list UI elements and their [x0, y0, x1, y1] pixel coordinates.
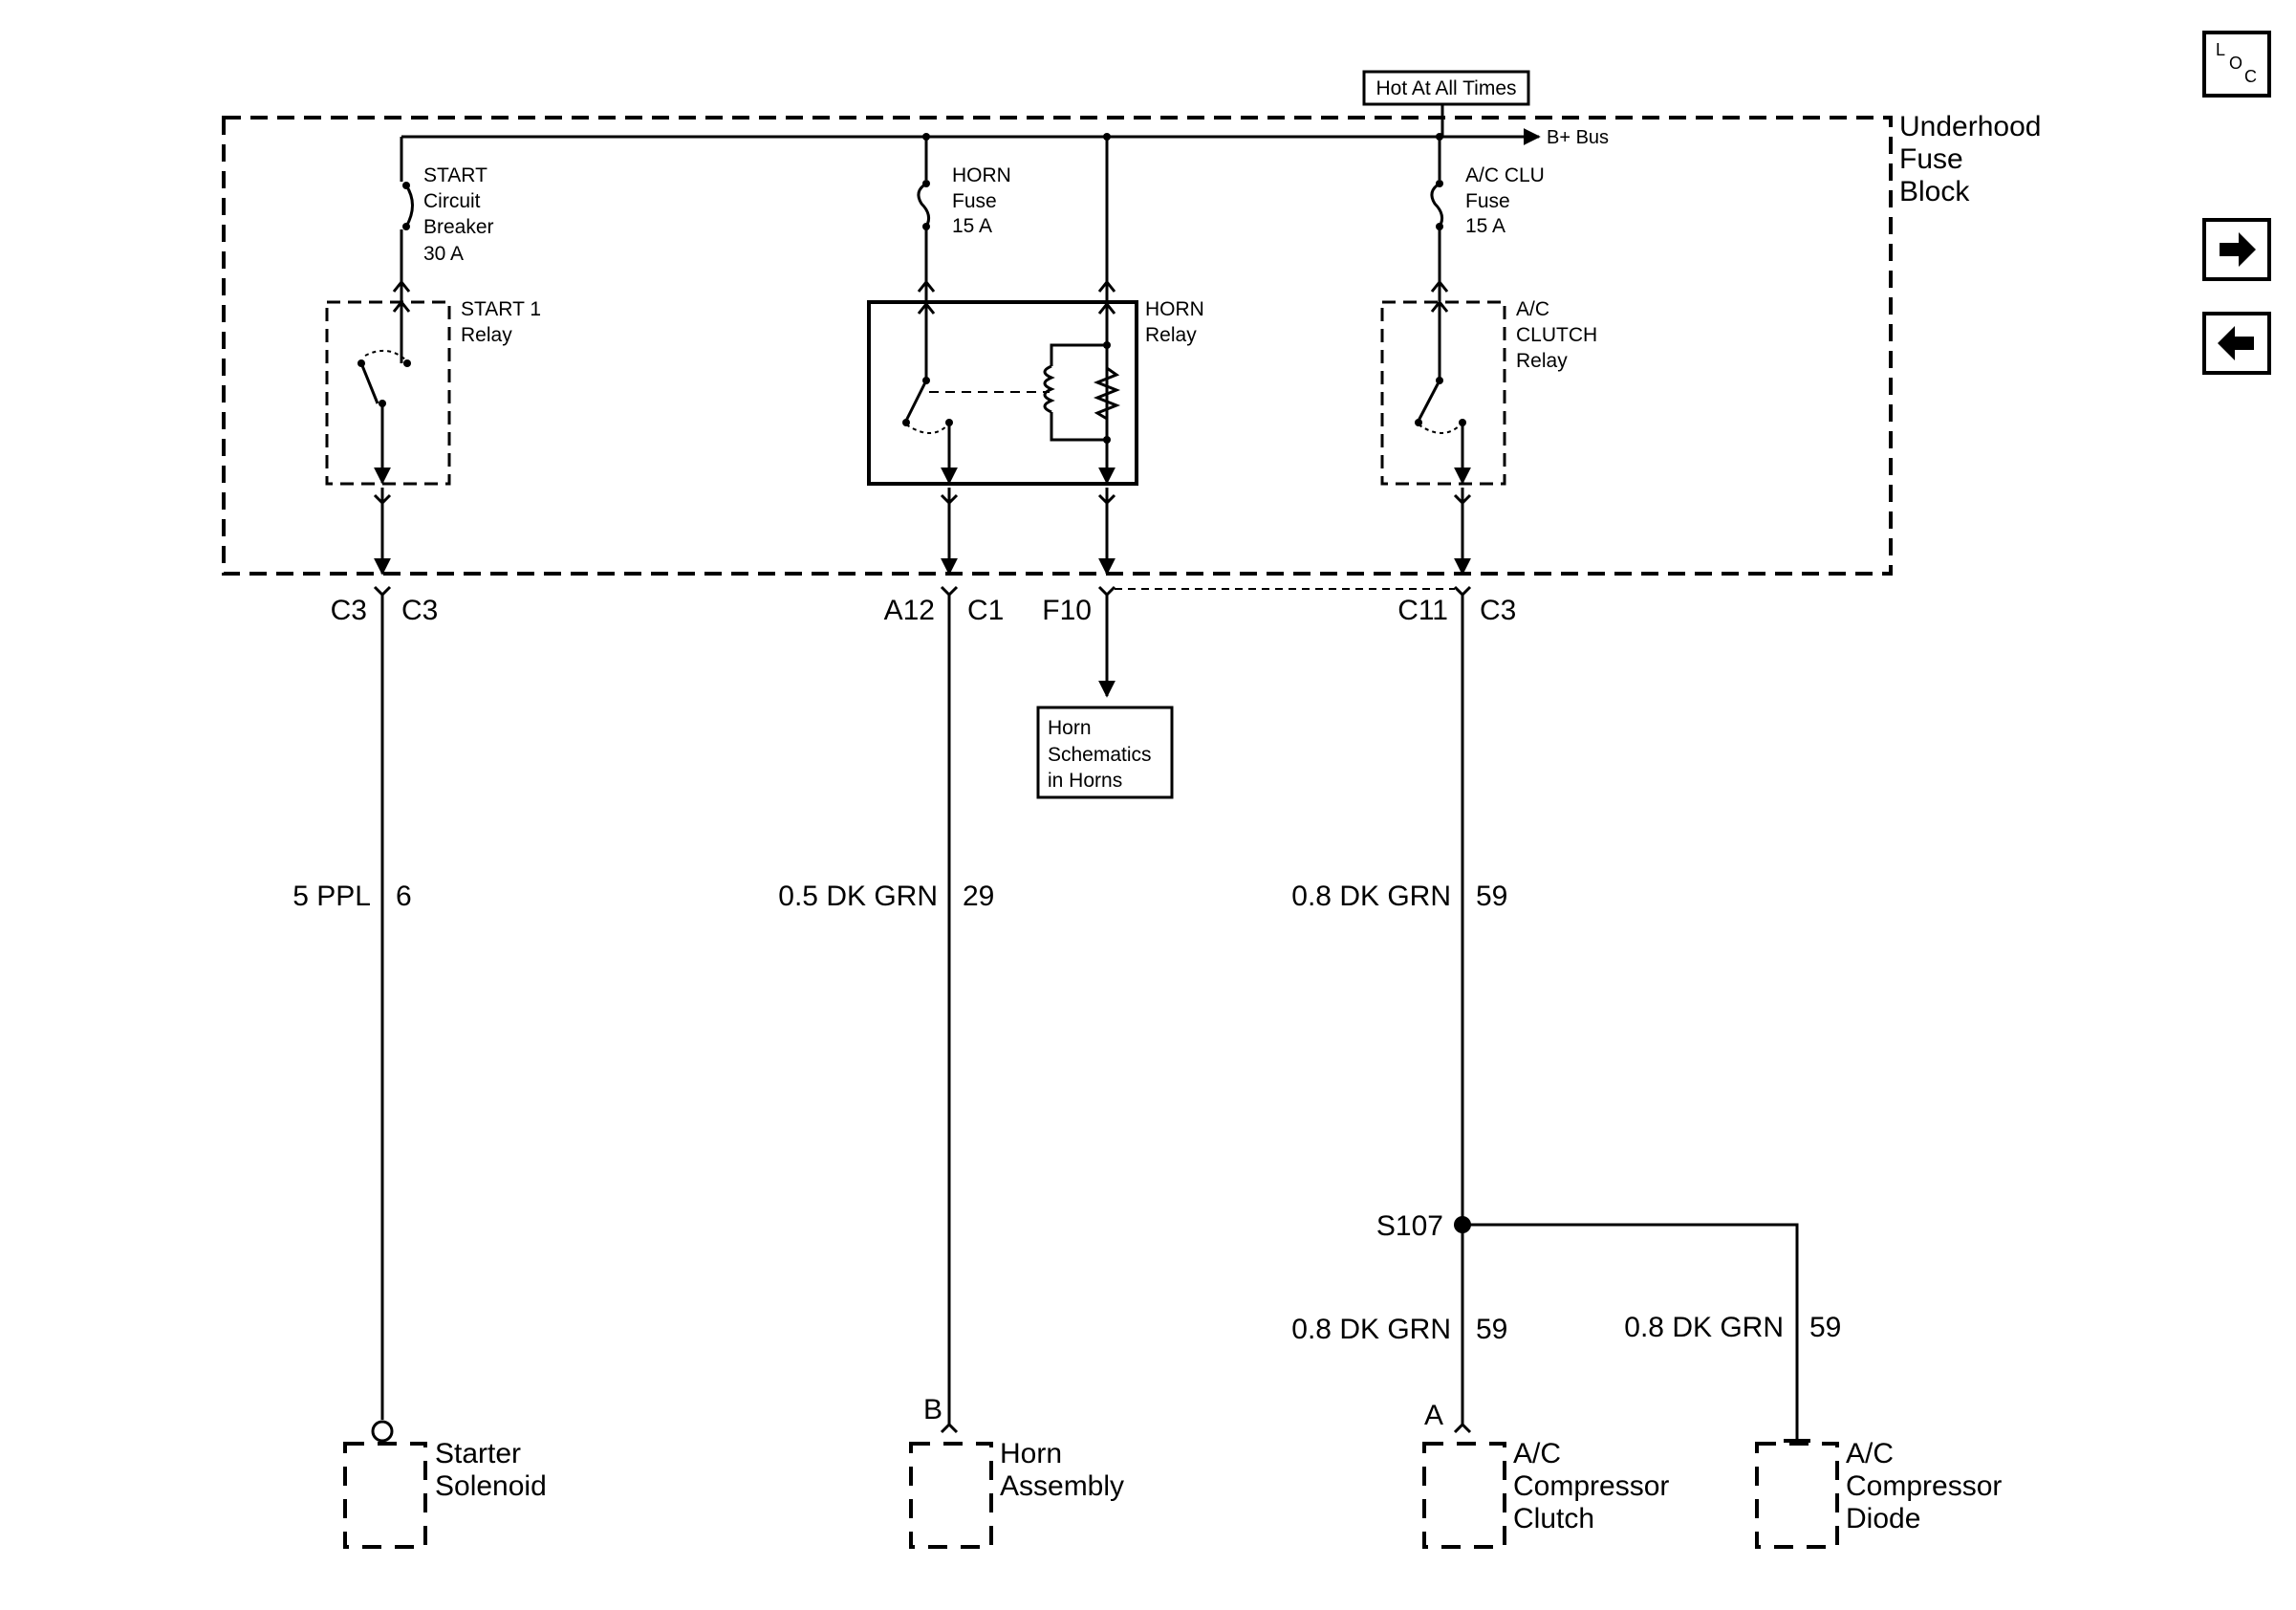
start-relay-label: Relay	[461, 324, 512, 346]
component-label: Solenoid	[435, 1470, 547, 1502]
start-breaker-label: Breaker	[423, 216, 494, 238]
component-label: Clutch	[1513, 1503, 1594, 1534]
connector-label: C3	[401, 595, 438, 626]
start-circuit-breaker	[392, 137, 414, 301]
horn-fuse-label: 15 A	[952, 215, 992, 237]
svg-text:O: O	[2229, 54, 2242, 73]
horn-fuse-label: HORN	[952, 164, 1011, 186]
hot-at-all-times-label: Hot At All Times	[1375, 77, 1516, 99]
b-plus-bus-label: B+ Bus	[1547, 127, 1609, 148]
ac-clutch-relay	[1380, 299, 1506, 486]
start-breaker-label: START	[423, 164, 487, 186]
ac-clutch-fuse	[1430, 137, 1449, 301]
connector-leads	[373, 488, 1472, 598]
fuse-block-label: Underhood	[1899, 111, 2041, 142]
wire-label: 29	[963, 881, 994, 912]
wire-label: 0.8 DK GRN	[1624, 1312, 1784, 1343]
ac-compressor-clutch	[1422, 1442, 1506, 1549]
horn-fuse-label: Fuse	[952, 190, 997, 212]
horn-relay	[867, 137, 1138, 486]
left-arrow-icon	[2218, 326, 2254, 360]
wire-label: 0.5 DK GRN	[778, 881, 938, 912]
ac-relay-label: CLUTCH	[1516, 324, 1597, 346]
pin-label: A	[1424, 1400, 1443, 1431]
svg-text:L: L	[2216, 40, 2225, 59]
horn-ref-label: Schematics	[1048, 744, 1152, 766]
component-label: Diode	[1846, 1503, 1920, 1534]
ac-relay-label: Relay	[1516, 350, 1568, 372]
component-label: Assembly	[1000, 1470, 1124, 1502]
component-label: Starter	[435, 1438, 521, 1469]
right-arrow-icon	[2220, 232, 2256, 267]
start-relay-label: START 1	[461, 298, 541, 320]
component-label: Compressor	[1513, 1470, 1669, 1502]
start-breaker-label: 30 A	[423, 243, 464, 265]
component-label: A/C	[1846, 1438, 1894, 1469]
wire-label: 5 PPL	[292, 881, 371, 912]
connector-label: C3	[331, 595, 367, 626]
ac-fuse-label: A/C CLU	[1465, 164, 1545, 186]
starter-solenoid	[343, 1442, 427, 1549]
loc-icon: L O C	[2216, 40, 2257, 86]
start-relay	[325, 299, 451, 486]
ac-compressor-diode	[1755, 1442, 1839, 1549]
horn-fuse	[917, 137, 936, 301]
horn-assembly	[909, 1442, 993, 1549]
connector-label: F10	[1042, 595, 1092, 626]
loc-button[interactable]: L O C	[2202, 31, 2271, 98]
wire-label: 59	[1476, 1314, 1507, 1345]
horn-ref-label: Horn	[1048, 717, 1092, 739]
wire-label: 59	[1476, 881, 1507, 912]
ac-relay-label: A/C	[1516, 298, 1549, 320]
start-breaker-label: Circuit	[423, 190, 481, 212]
wire-label: 0.8 DK GRN	[1291, 1314, 1451, 1345]
connector-label: A12	[884, 595, 935, 626]
svg-text:C: C	[2244, 67, 2257, 86]
wire-ac-diode	[1462, 1223, 1799, 1439]
fuse-block-outline	[222, 116, 1893, 576]
wire-label: 6	[396, 881, 412, 912]
forward-button[interactable]	[2202, 218, 2271, 281]
wire-label: 0.8 DK GRN	[1291, 881, 1451, 912]
ac-fuse-label: Fuse	[1465, 190, 1510, 212]
component-label: Compressor	[1846, 1470, 2002, 1502]
horn-relay-label: HORN	[1145, 298, 1204, 320]
splice-s107	[1454, 1216, 1471, 1233]
connector-label: C1	[967, 595, 1004, 626]
component-label: Horn	[1000, 1438, 1062, 1469]
horn-relay-label: Relay	[1145, 324, 1197, 346]
splice-label: S107	[1376, 1210, 1443, 1242]
fuse-block-label: Block	[1899, 176, 1970, 207]
back-button[interactable]	[2202, 312, 2271, 375]
component-label: A/C	[1513, 1438, 1561, 1469]
horn-schematics-reference[interactable]	[1036, 706, 1174, 799]
connector-label: C3	[1480, 595, 1516, 626]
connector-label: C11	[1397, 595, 1448, 626]
hot-at-all-times-box	[1362, 70, 1530, 106]
pin-label: B	[923, 1394, 942, 1425]
horn-ref-label: in Horns	[1048, 770, 1122, 792]
fuse-block-label: Fuse	[1899, 143, 1963, 175]
ac-fuse-label: 15 A	[1465, 215, 1505, 237]
wire-label: 59	[1809, 1312, 1841, 1343]
